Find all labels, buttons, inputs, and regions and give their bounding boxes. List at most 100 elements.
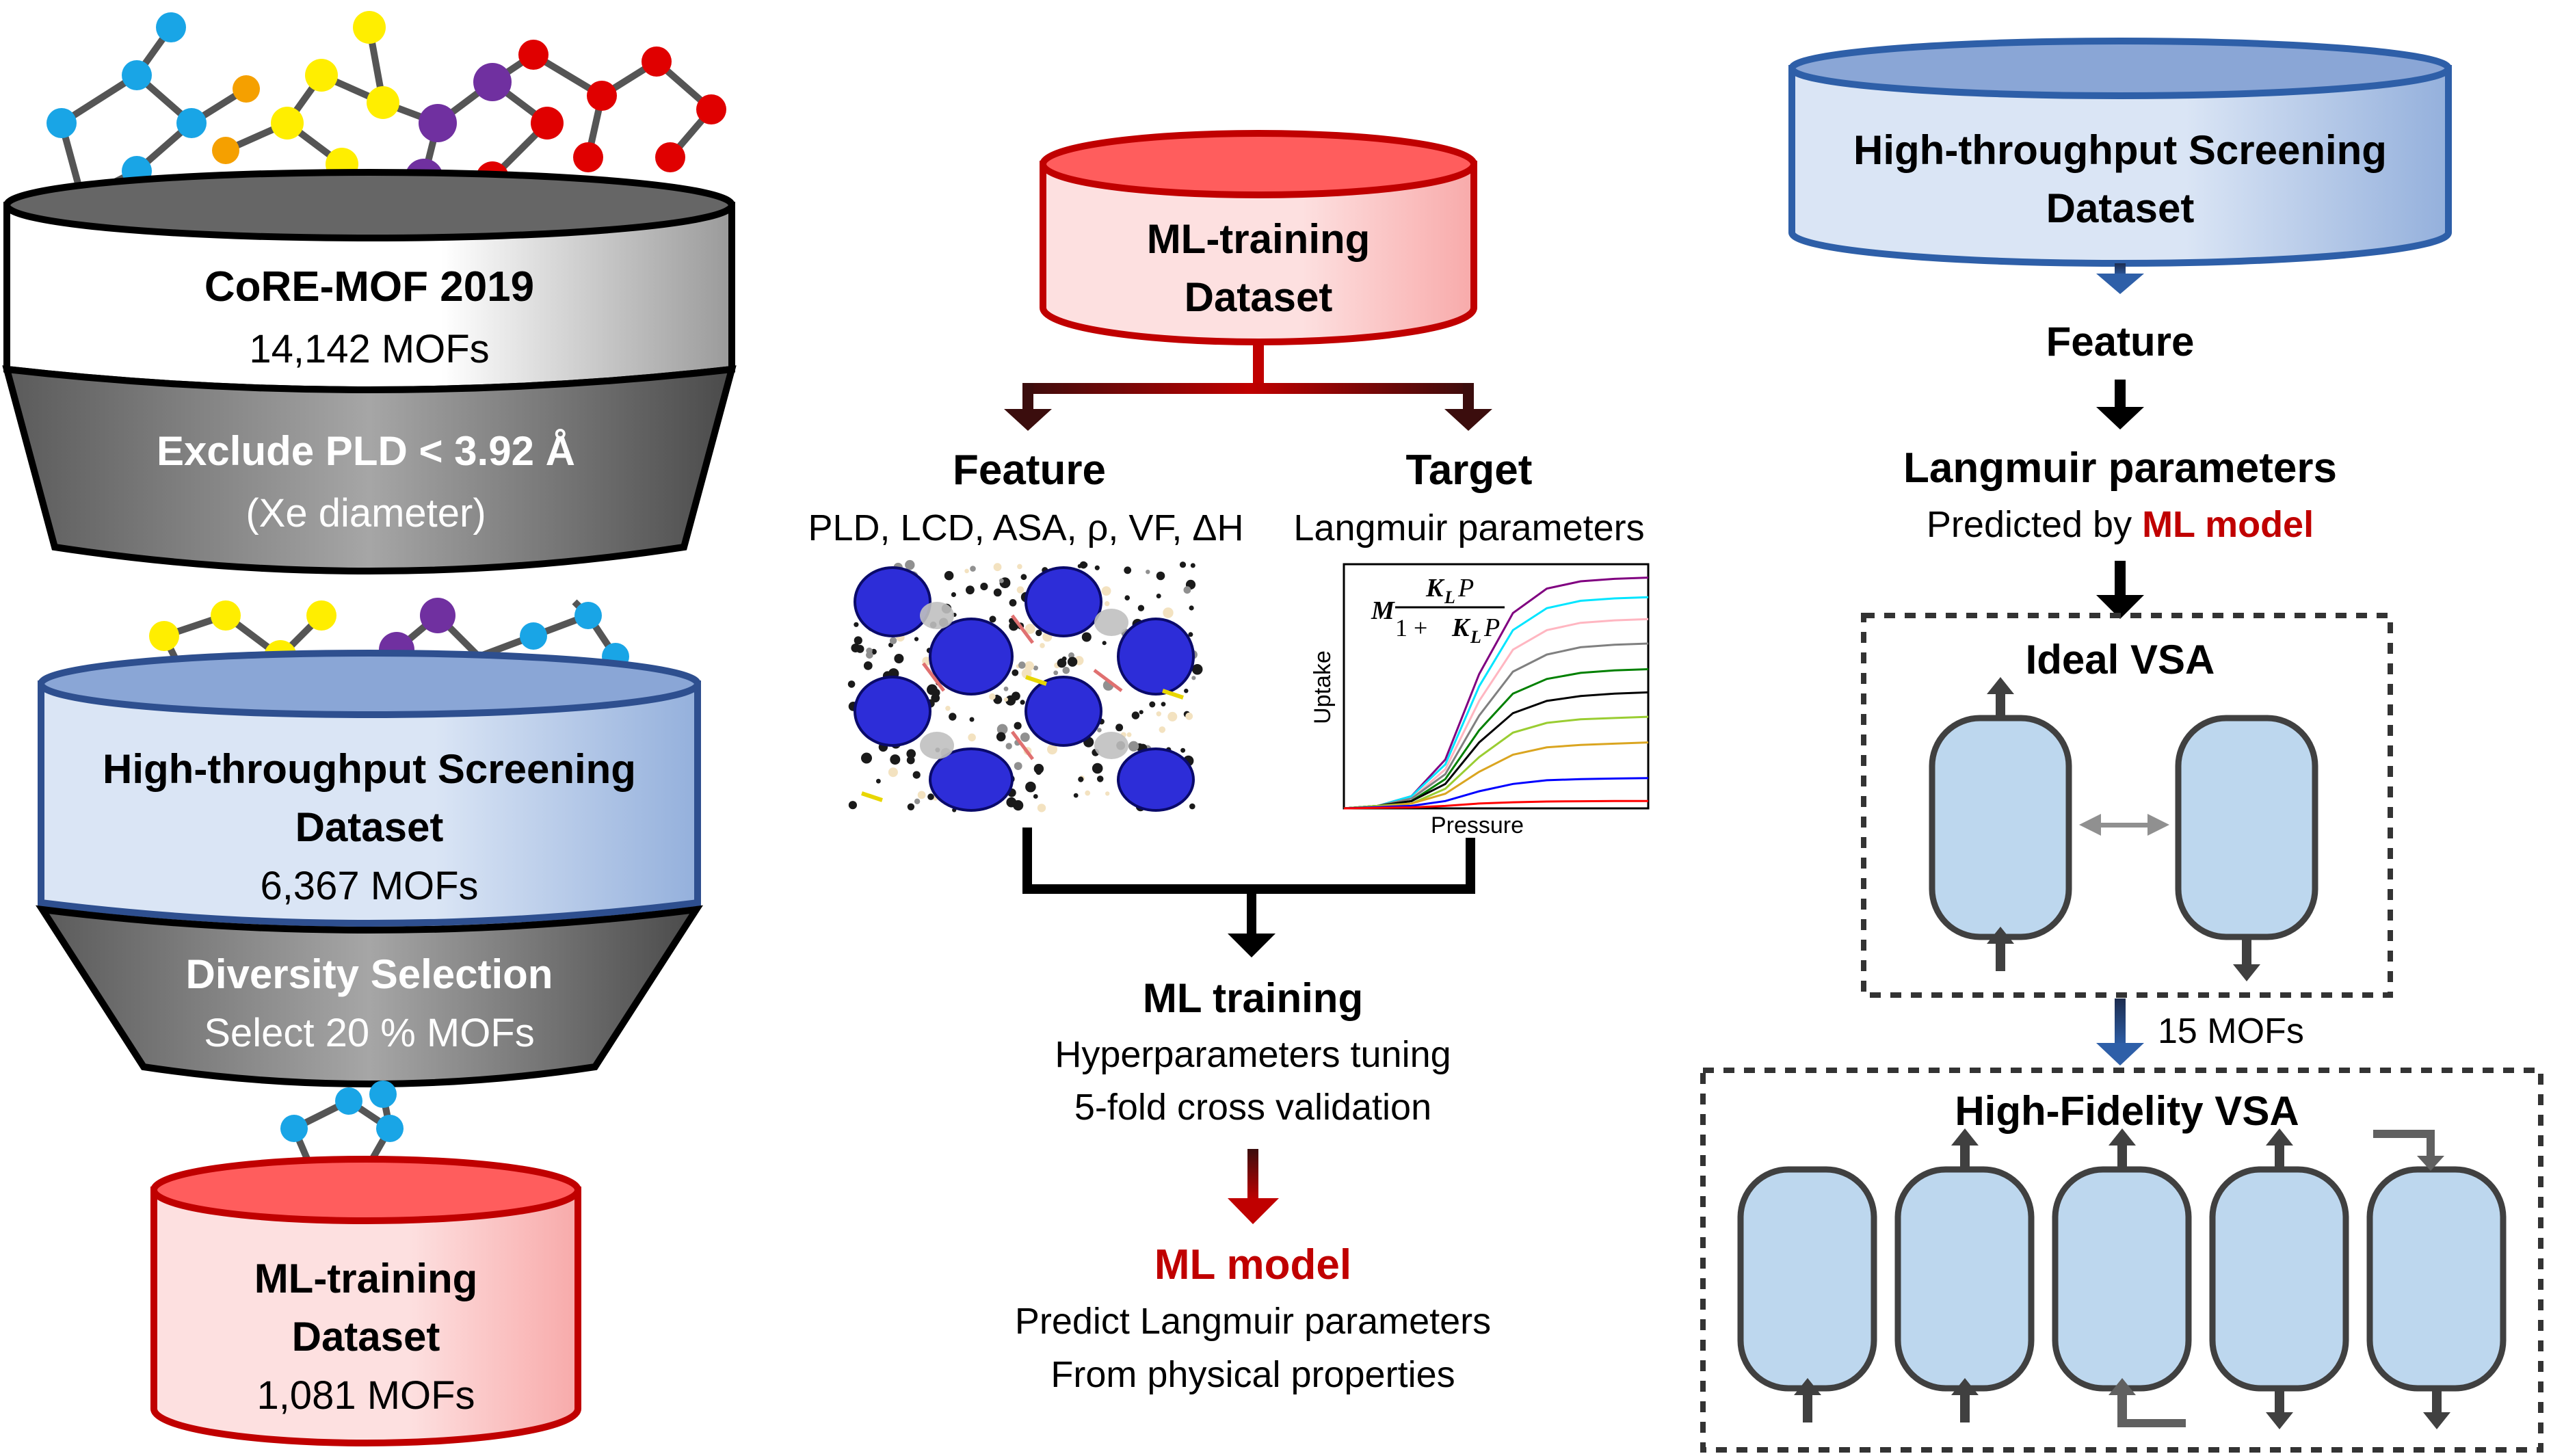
crystal-atom: [1124, 595, 1130, 600]
crystal-atom: [1009, 599, 1017, 607]
crystal-atom: [856, 645, 861, 651]
hifi-column-3: [2052, 1166, 2192, 1392]
crystal-atom: [944, 570, 954, 581]
crystal-atom: [1040, 643, 1045, 648]
crystal-atom: [945, 706, 951, 711]
isotherm-line-6: [1343, 691, 1649, 810]
crystal-atom: [931, 693, 940, 703]
right-arrow-1: [2096, 263, 2144, 294]
merge-arrowhead: [1228, 934, 1276, 957]
crystal-atom: [1033, 794, 1038, 799]
crystal-atom: [861, 752, 872, 764]
plot-frame: [1343, 563, 1650, 810]
predicted-highlight: ML model: [2142, 504, 2314, 545]
crystal-atom: [847, 680, 856, 688]
crystal-atom: [906, 749, 916, 758]
mof-crystal-structure-image: [847, 559, 1204, 814]
right-db-line2: Dataset: [2046, 185, 2195, 231]
training-line1: Hyperparameters tuning: [1055, 1034, 1451, 1075]
crystal-atom: [905, 559, 915, 570]
crystal-atom: [970, 566, 976, 572]
crystal-atom: [1191, 676, 1196, 680]
training-line2: 5-fold cross validation: [1074, 1087, 1431, 1128]
crystal-atom: [1105, 791, 1110, 796]
eq-den-k: K: [1451, 613, 1471, 642]
crystal-atom: [866, 647, 873, 654]
model-title: ML model: [1154, 1241, 1351, 1288]
hifi-vsa-arrows: [1794, 1128, 2450, 1429]
crystal-atom: [1180, 747, 1186, 753]
crystal-atom: [993, 588, 1002, 597]
crystal-atom: [1149, 701, 1156, 708]
crystal-atom: [1094, 565, 1100, 570]
diversity-title: Diversity Selection: [186, 951, 553, 997]
crystal-atom: [1025, 781, 1036, 793]
crystal-atom: [1012, 669, 1019, 676]
right-db-line1: High-throughput Screening: [1853, 127, 2387, 173]
model-line1: Predict Langmuir parameters: [1015, 1301, 1491, 1342]
plot-series: [1343, 577, 1649, 810]
crystal-atom: [964, 568, 969, 574]
crystal-atom: [966, 585, 975, 595]
crystal-atom: [1017, 564, 1022, 570]
crystal-atom: [914, 637, 919, 641]
crystal-atom: [949, 713, 957, 721]
left-ml-training-cylinder: [150, 1156, 581, 1446]
mofs-label: 15 MOFs: [2158, 1011, 2304, 1051]
crystal-atom: [1014, 722, 1022, 730]
crystal-atom: [917, 791, 926, 799]
crystal-atom: [989, 693, 996, 700]
crystal-atom: [889, 637, 897, 644]
model-line2: From physical properties: [1050, 1354, 1455, 1395]
hts-funnel: [36, 650, 703, 1087]
crystal-atom: [1078, 776, 1084, 782]
hifi-vsa-box: [1700, 1068, 2543, 1453]
crystal-atom: [890, 754, 901, 765]
crystal-atom: [1189, 803, 1195, 810]
crystal-atom: [906, 756, 915, 765]
crystal-atom: [1061, 656, 1067, 661]
ideal-vsa-column-2: [2175, 715, 2318, 940]
crystal-atom: [1092, 763, 1103, 774]
crystal-atom: [1062, 667, 1070, 674]
isotherm-line-10: [1343, 799, 1648, 810]
crystal-atom: [1079, 561, 1087, 569]
right-hts-cylinder: [1788, 38, 2452, 267]
right-arrow-3: [2096, 561, 2144, 619]
crystal-atom: [907, 803, 915, 811]
exclude-title: Exclude PLD < 3.92 Å: [157, 428, 575, 474]
crystal-atom: [1009, 618, 1015, 624]
left-mlt-title-line2: Dataset: [292, 1314, 440, 1360]
crystal-atom: [1012, 691, 1020, 701]
crystal-atom: [1115, 724, 1124, 732]
hifi-vsa-title: High-Fidelity VSA: [1955, 1088, 2299, 1134]
crystal-atom: [914, 798, 921, 805]
left-mlt-title-line1: ML-training: [254, 1256, 478, 1301]
crystal-atom: [1185, 712, 1193, 720]
crystal-atom: [1184, 689, 1189, 693]
target-subtitle: Langmuir parameters: [1293, 507, 1644, 548]
crystal-atom: [1020, 732, 1030, 742]
crystal-atom: [989, 616, 996, 623]
crystal-atom: [1190, 563, 1195, 568]
exclude-note: (Xe diameter): [246, 491, 486, 535]
crystal-atom: [1085, 790, 1091, 796]
crystal-atom: [1073, 793, 1079, 798]
hifi-column-1: [1737, 1166, 1877, 1392]
eq-num-p: P: [1457, 574, 1474, 603]
crystal-atom: [1025, 661, 1034, 671]
crystal-atom: [1003, 697, 1009, 702]
crystal-atom: [1016, 586, 1025, 594]
crystal-atom: [1053, 670, 1059, 676]
crystal-atom: [1035, 769, 1042, 775]
mofs-arrow: [2096, 998, 2144, 1065]
crystal-atom: [1018, 661, 1026, 669]
crystal-atom: [1003, 686, 1009, 691]
crystal-atom: [1020, 700, 1025, 705]
crystal-atom: [1081, 632, 1092, 642]
hifi-column-4: [2209, 1166, 2349, 1392]
ideal-vsa-arrows: [1987, 677, 2260, 981]
crystal-atom: [993, 563, 1002, 572]
crystal-atom: [1188, 632, 1193, 637]
crystal-atom: [1105, 601, 1110, 607]
